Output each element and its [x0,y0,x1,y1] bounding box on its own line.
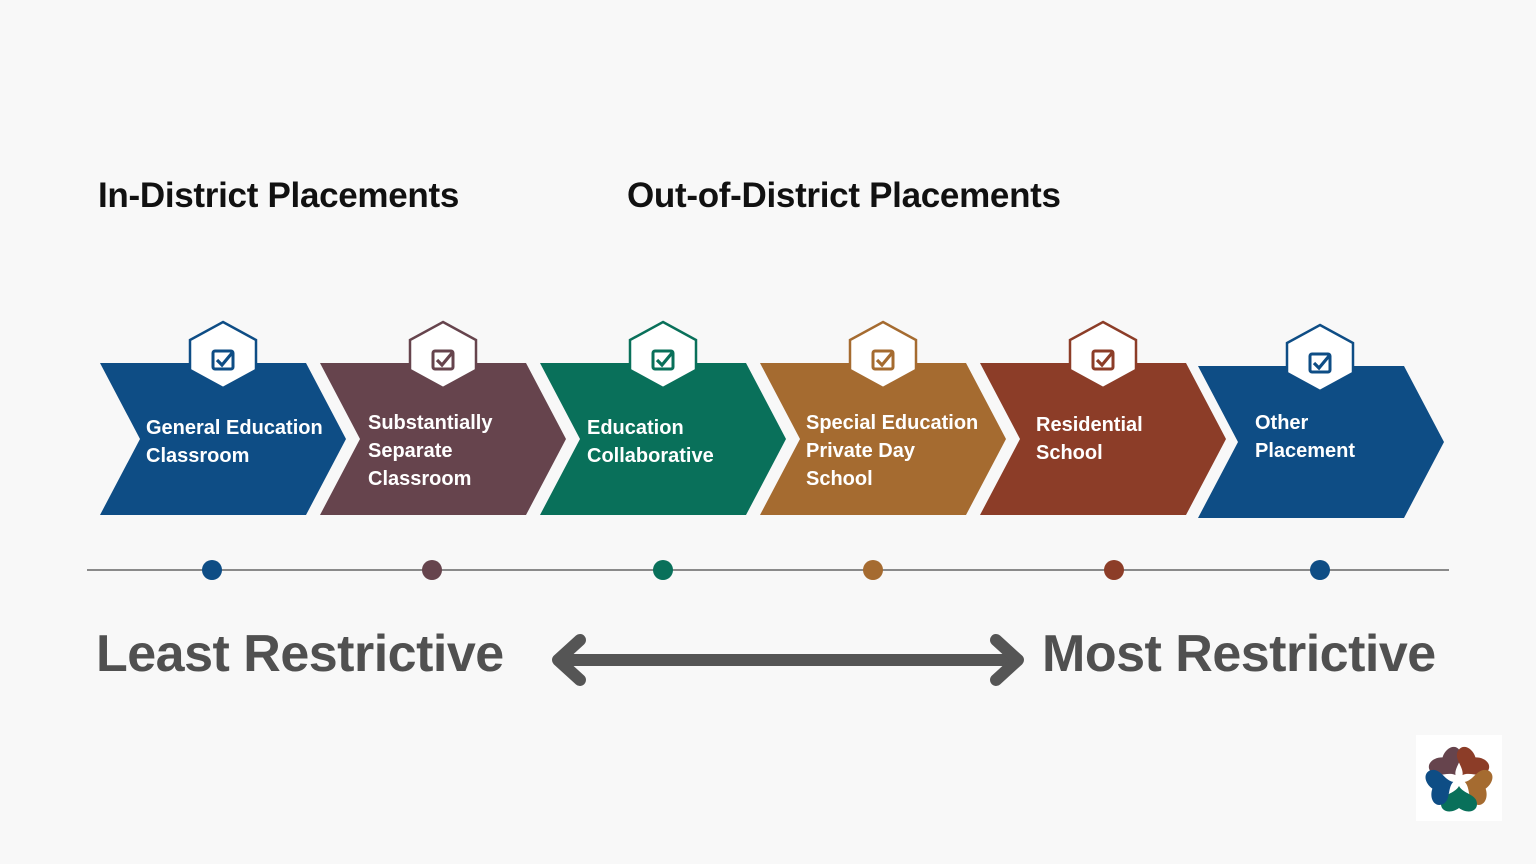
chevron-shape [320,363,566,515]
checkbox-icon [847,320,919,392]
placement-residential-school: Residential School [978,363,1228,517]
chevron-shape [980,363,1226,515]
timeline-dot [422,560,442,580]
hearts-star-logo [1416,735,1502,821]
timeline-dot [653,560,673,580]
checkbox-icon [407,320,479,392]
timeline-dot [863,560,883,580]
placement-general-education: General Education Classroom [98,363,348,517]
chevron-shape [1198,366,1444,518]
placement-label: Substantially Separate Classroom [368,412,493,490]
placement-label: Education Collaborative [587,417,714,467]
chevron-shape [100,363,346,515]
checkbox-icon [627,320,699,392]
timeline-dot [202,560,222,580]
checkbox-icon [1284,323,1356,395]
timeline-dot [1104,560,1124,580]
placement-label: General Education Classroom [146,417,323,467]
checkbox-icon [1067,320,1139,392]
heading-out-of-district: Out-of-District Placements [627,176,1061,215]
timeline-line [87,569,1449,571]
placement-education-collaborative: Education Collaborative [538,363,788,517]
heading-in-district: In-District Placements [98,176,460,215]
most-restrictive-label: Most Restrictive [1042,625,1436,683]
checkbox-icon [187,320,259,392]
chevron-shape [540,363,786,515]
placement-private-day-school: Special Education Private Day School [758,363,1008,517]
timeline-dot [1310,560,1330,580]
placement-label: Residential School [1036,414,1143,464]
placement-substantially-separate: Substantially Separate Classroom [318,363,568,517]
placement-label: Other Placement [1255,412,1356,462]
placement-label: Special Education Private Day School [806,412,979,490]
double-arrow-icon [552,634,1024,686]
placement-other: Other Placement [1196,366,1446,520]
least-restrictive-label: Least Restrictive [96,625,504,683]
chevron-shape [760,363,1006,515]
